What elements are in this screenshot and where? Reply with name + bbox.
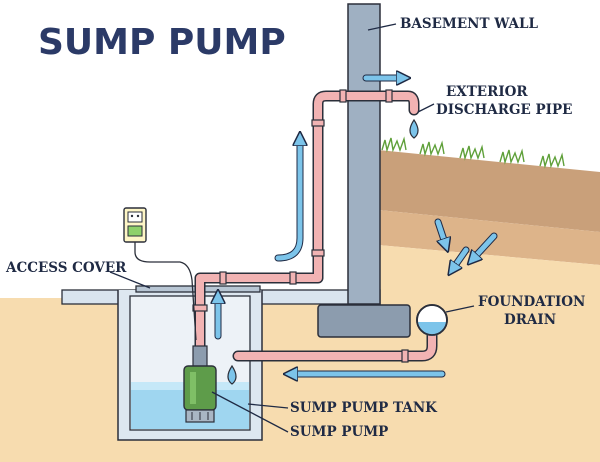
- label-sump-pump-tank: SUMP PUMP TANK: [290, 400, 438, 416]
- label-sump-pump: SUMP PUMP: [290, 424, 388, 440]
- foundation-drain-pipe: [232, 304, 448, 363]
- label-exterior-line2: DISCHARGE PIPE: [436, 102, 572, 118]
- flow-arrow-icon: [435, 219, 446, 246]
- flow-arrows: [218, 78, 498, 374]
- leader-lines: [109, 23, 475, 433]
- power-cable: [134, 232, 197, 341]
- sump-pump-tank: [117, 290, 263, 441]
- label-foundation-line1: FOUNDATION: [478, 294, 585, 310]
- water-drop-icon: [409, 118, 419, 139]
- grass: [381, 136, 565, 169]
- diagram-title: SUMP PUMP: [38, 22, 286, 63]
- sand-soil-right: [378, 245, 600, 462]
- flow-arrow-icon: [472, 233, 497, 260]
- water-drop-icon: [227, 364, 237, 385]
- wall-footing: [317, 304, 411, 338]
- label-access-cover: ACCESS COVER: [5, 260, 127, 276]
- sump-pump: [183, 345, 217, 423]
- basement-wall: [317, 3, 411, 338]
- brown-soil-upper: [378, 150, 600, 232]
- discharge-pipe: [192, 89, 420, 356]
- label-exterior-line1: EXTERIOR: [446, 84, 528, 100]
- label-foundation-line2: DRAIN: [504, 312, 556, 328]
- flow-arrow-icon: [275, 138, 300, 261]
- label-basement-wall: BASEMENT WALL: [400, 16, 539, 32]
- flow-arrow-icon: [452, 247, 469, 270]
- power-outlet-icon: [123, 207, 147, 243]
